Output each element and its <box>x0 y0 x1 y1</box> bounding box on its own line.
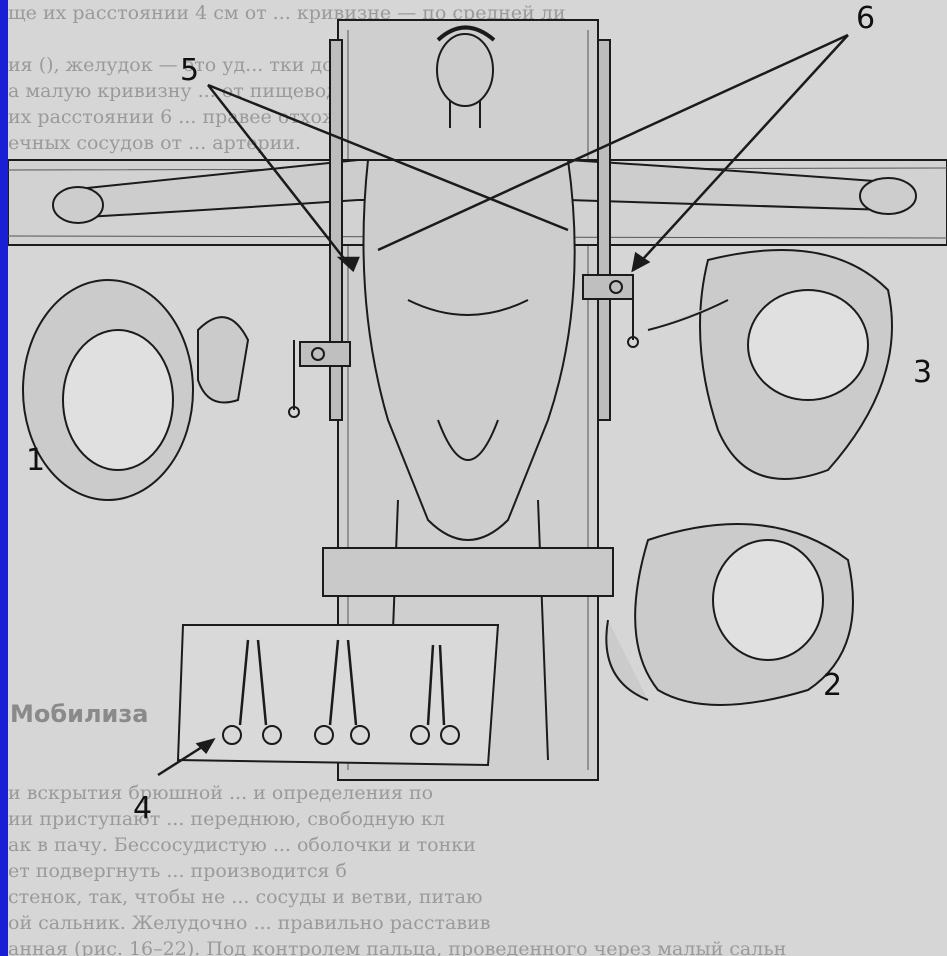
surgeon-1 <box>23 280 248 500</box>
figure-frame: ще их расстоянии 4 см от ... кривизне — … <box>8 0 947 956</box>
label-5: 5 <box>180 53 199 88</box>
surgical-setup-illustration: 1 2 3 4 5 6 <box>8 0 947 956</box>
label-6: 6 <box>856 1 875 36</box>
label-2: 2 <box>823 668 842 703</box>
leg-strap <box>323 548 613 596</box>
label-4: 4 <box>133 791 152 826</box>
instrument-tray <box>178 625 498 765</box>
surgeon-2 <box>606 524 853 705</box>
surgeon-3 <box>648 250 892 479</box>
label-3: 3 <box>913 355 932 390</box>
label-1: 1 <box>26 443 45 478</box>
